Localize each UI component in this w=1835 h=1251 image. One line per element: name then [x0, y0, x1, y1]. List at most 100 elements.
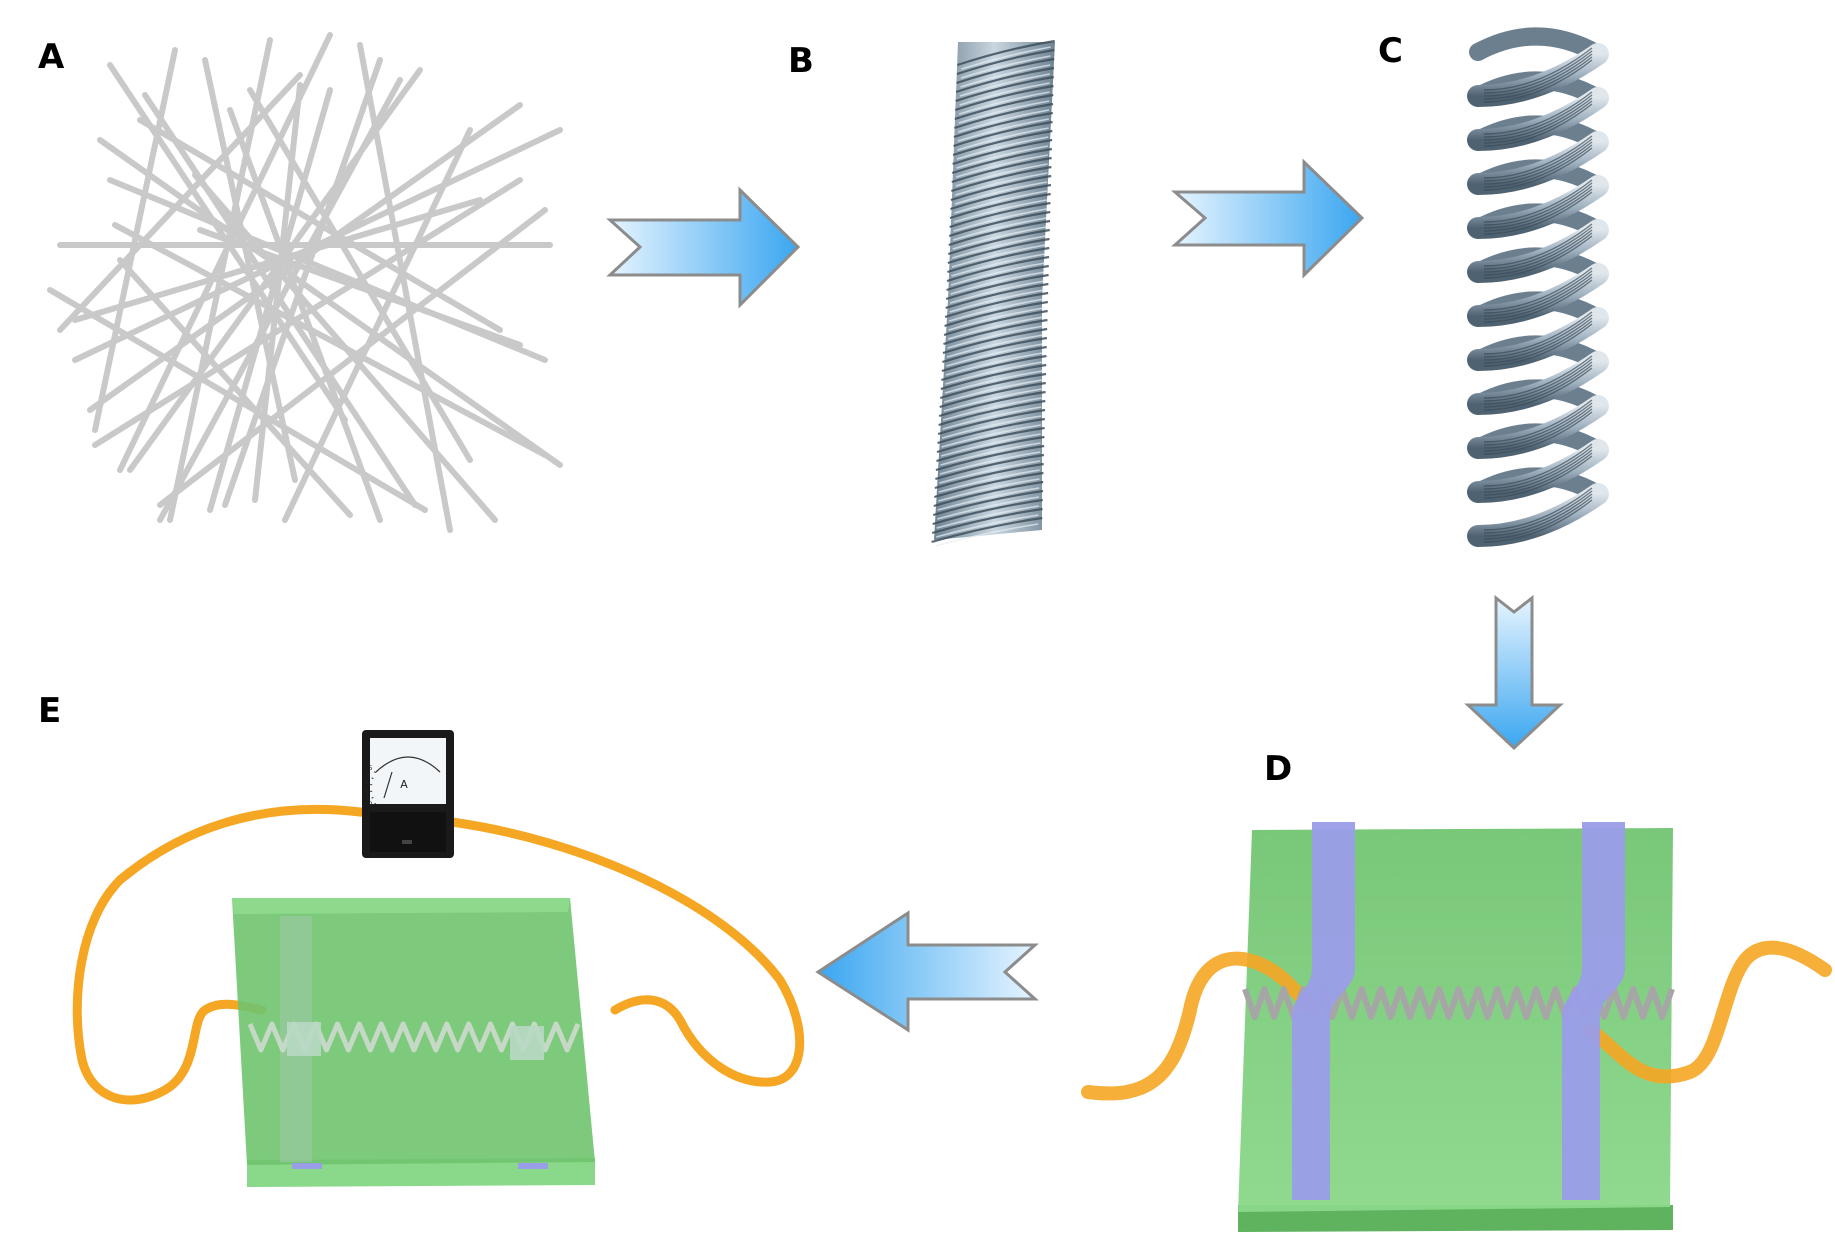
yarn-twist-line — [936, 426, 1045, 454]
yarn-twist-highlight — [939, 460, 1041, 484]
coil-fiber-line — [1483, 361, 1593, 405]
fiber-15 — [92, 47, 178, 433]
yarn-twist-highlight — [961, 46, 1051, 70]
substrate-d-edge — [1238, 1205, 1673, 1232]
coil-fiber-line — [1483, 402, 1593, 446]
arrow-b-to-c — [1170, 158, 1365, 279]
yarn-twist-line — [938, 399, 1046, 427]
ammeter-face — [370, 738, 446, 804]
coil-fiber-line — [1483, 499, 1593, 543]
yarn-twist-line — [950, 165, 1052, 193]
yarn-twist-line — [945, 282, 1049, 310]
coil-fiber-line — [1483, 452, 1593, 496]
fiber-19 — [127, 67, 423, 473]
wire-loop-e — [72, 804, 365, 1105]
yarn-twist-highlight — [954, 181, 1048, 205]
coil-fiber-line — [1483, 358, 1593, 402]
ammeter-tick-label: 3 — [364, 779, 368, 786]
contact-pad-right-e — [510, 1026, 544, 1060]
yarn-twist-line — [954, 84, 1054, 112]
yarn-twist-line — [931, 516, 1043, 544]
yarn-twist-line — [943, 318, 1048, 346]
fiber-16 — [357, 42, 453, 533]
coil-fiber-line — [1483, 53, 1593, 97]
yarn-twist-highlight — [959, 82, 1050, 106]
yarn-twist-line — [938, 390, 1046, 418]
yarn-twist-highlight — [957, 118, 1049, 142]
wire-left-d — [1081, 951, 1317, 1101]
yarn-twist-line — [944, 300, 1049, 328]
fiber-26 — [142, 92, 418, 508]
arrow-a-to-b — [606, 186, 801, 309]
contact-pad-left-e — [287, 1022, 321, 1056]
coil-fiber-line — [1483, 144, 1593, 188]
coil-fiber-line — [1483, 235, 1593, 279]
coiled-yarn — [1467, 27, 1609, 547]
encapsulated-device — [72, 804, 805, 1187]
yarn-twist-highlight — [943, 388, 1042, 412]
yarn-twist-highlight — [954, 190, 1048, 214]
yarn-twist-highlight — [947, 316, 1044, 340]
yarn-twist-line — [941, 345, 1047, 373]
yarn-twist-highlight — [941, 424, 1041, 448]
fiber-24 — [92, 177, 523, 448]
yarn-twist-line — [957, 39, 1055, 67]
yarn-twist-highlight — [952, 217, 1047, 241]
coil-fiber-line — [1483, 405, 1593, 449]
arrow-c-to-d — [1464, 594, 1564, 751]
yarn-twist-line — [952, 138, 1053, 166]
yarn-twist-highlight — [956, 136, 1049, 160]
yarn-twist-line — [944, 291, 1049, 319]
yarn-twist-line — [931, 507, 1043, 535]
yarn-twist-line — [947, 246, 1050, 274]
fiber-28 — [57, 72, 303, 333]
yarn-twist-line — [956, 48, 1055, 76]
yarn-twist-line — [954, 102, 1054, 130]
yarn-twist-highlight — [946, 343, 1044, 367]
yarn-twist-highlight — [948, 298, 1045, 322]
yarn-twist-highlight — [947, 325, 1044, 349]
coil-fiber-line — [1483, 311, 1593, 355]
yarn-twist-line — [946, 264, 1049, 292]
yarn-twist-line — [953, 120, 1053, 148]
ammeter-tick-label: 5 — [369, 765, 373, 772]
yarn-twist-highlight — [949, 289, 1045, 313]
ammeter-tick-label: 0 — [369, 801, 373, 808]
yarn-twist-line — [937, 417, 1045, 445]
yarn-twist-line — [933, 471, 1044, 499]
coil-fiber-line — [1483, 276, 1593, 320]
yarn-twist-highlight — [952, 235, 1046, 259]
yarn-twist-line — [952, 129, 1053, 157]
panel-label-a: A — [38, 37, 65, 77]
fiber-29 — [197, 227, 523, 348]
coil-fiber-line — [1483, 399, 1593, 443]
coil-fiber-line — [1483, 59, 1593, 103]
coil-fiber-line — [1483, 232, 1593, 276]
coil-fiber-line — [1483, 50, 1593, 94]
yarn-twist-highlight — [944, 379, 1043, 403]
yarn-twist-highlight — [951, 244, 1046, 268]
ammeter-tick — [371, 777, 374, 779]
yarn-twist-highlight — [950, 262, 1046, 286]
coil-fiber-line — [1483, 446, 1593, 490]
ammeter-tick-label: 1 — [366, 794, 370, 801]
coil-fiber-line — [1483, 317, 1593, 361]
yarn-twist-line — [932, 489, 1044, 517]
coil-fiber-line — [1483, 94, 1593, 138]
coil-fiber-line — [1483, 367, 1593, 411]
substrate-e-top — [232, 898, 570, 914]
yarn-twist-line — [953, 111, 1053, 139]
yarn-twist-highlight — [960, 64, 1051, 88]
electrode-right-d — [1562, 822, 1625, 1200]
coil-fiber-line — [1483, 103, 1593, 147]
coil-fiber-line — [1483, 355, 1593, 399]
yarn-twist-highlight — [956, 145, 1049, 169]
yarn-twist-highlight — [955, 172, 1048, 196]
coil-fiber-line — [1483, 179, 1593, 223]
yarn-twist-line — [955, 66, 1055, 94]
yarn-twist-line — [949, 201, 1051, 229]
yarn-twist-highlight — [958, 91, 1050, 115]
electrode-left-d — [1292, 822, 1355, 1200]
coil-fiber-line — [1483, 135, 1593, 179]
